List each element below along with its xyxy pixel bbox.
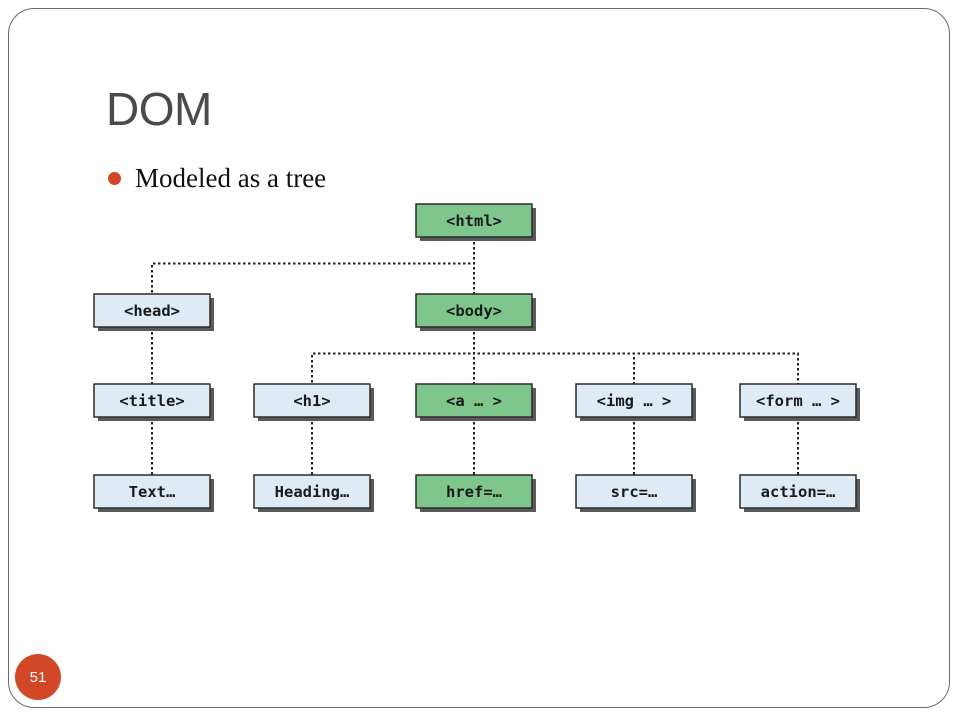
tree-node-h1: <h1>: [253, 383, 374, 421]
bullet-text: Modeled as a tree: [135, 163, 327, 193]
tree-node-href-label: href=…: [446, 483, 502, 501]
tree-node-href-box: [415, 474, 533, 509]
tree-node-title: <title>: [93, 383, 214, 421]
tree-node-html-label: <html>: [446, 212, 502, 230]
tree-node-action-label: action=…: [761, 483, 836, 501]
tree-node-head-label: <head>: [124, 302, 180, 320]
tree-node-a-box: [415, 383, 533, 418]
edge-body-form: [473, 327, 799, 384]
tree-node-html-box: [415, 203, 533, 238]
bullet-dot-icon: [108, 172, 121, 185]
tree-node-text-label: Text…: [129, 483, 176, 501]
tree-node-body-box: [415, 293, 533, 328]
tree-node-h1-label: <h1>: [293, 392, 330, 410]
tree-node-src: src=…: [575, 474, 696, 512]
page-number: 51: [29, 668, 47, 686]
tree-node-html: <html>: [415, 203, 536, 241]
tree-edges: [151, 237, 799, 475]
tree-node-href: href=…: [415, 474, 536, 512]
tree-node-heading: Heading…: [253, 474, 374, 512]
slide-title: DOM: [106, 83, 212, 135]
tree-node-head: <head>: [93, 293, 214, 331]
page-number-badge: 51: [15, 654, 61, 700]
tree-node-body-label: <body>: [446, 302, 502, 320]
slide-frame: [8, 8, 950, 708]
tree-node-src-label: src=…: [611, 483, 658, 501]
tree-node-head-box: [93, 293, 211, 328]
tree-node-body: <body>: [415, 293, 536, 331]
bullet-item: Modeled as a tree: [108, 163, 326, 194]
tree-node-a: <a … >: [415, 383, 536, 421]
tree-nodes: <html> <head> <body> <title> <h1> <a … > <img …: [93, 203, 860, 512]
tree-node-img-label: <img … >: [597, 392, 672, 410]
tree-node-action-box: [739, 474, 857, 509]
tree-node-action: action=…: [739, 474, 860, 512]
edge-body-img: [473, 327, 635, 384]
edge-html-head: [151, 237, 475, 294]
tree-node-form-box: [739, 383, 857, 418]
tree-node-img-box: [575, 383, 693, 418]
tree-node-title-label: <title>: [119, 392, 184, 410]
tree-node-form-label: <form … >: [756, 392, 840, 410]
tree-node-text-box: [93, 474, 211, 509]
tree-node-src-box: [575, 474, 693, 509]
tree-node-text: Text…: [93, 474, 214, 512]
tree-node-form: <form … >: [739, 383, 860, 421]
tree-node-heading-label: Heading…: [275, 483, 350, 501]
tree-node-h1-box: [253, 383, 371, 418]
tree-node-a-label: <a … >: [446, 392, 502, 410]
tree-node-title-box: [93, 383, 211, 418]
tree-node-img: <img … >: [575, 383, 696, 421]
tree-node-heading-box: [253, 474, 371, 509]
edge-body-h1: [311, 327, 475, 384]
